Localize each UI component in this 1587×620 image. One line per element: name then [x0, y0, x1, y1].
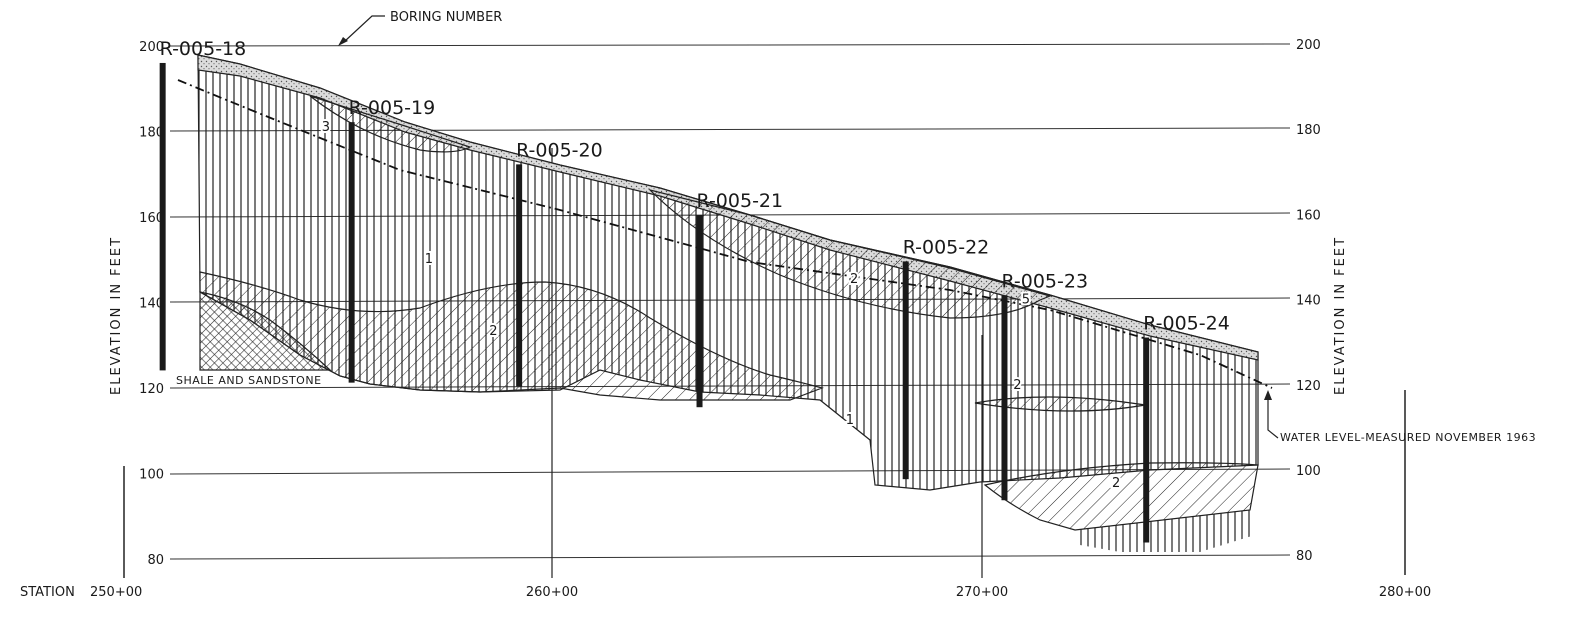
elevation-label-left: 120 [139, 382, 164, 397]
boring-number-leader [344, 15, 385, 42]
station-labels: STATION 250+00 260+00 270+00 280+00 [20, 585, 1431, 600]
elevation-label-left: 160 [139, 211, 164, 226]
unit-2-upper-lens [648, 188, 1052, 319]
boring-label: R-005-23 [1001, 270, 1088, 292]
elevation-label-right: 80 [1296, 549, 1313, 564]
elevation-label-left: 140 [139, 297, 164, 312]
elevation-label-left: 180 [139, 126, 164, 141]
boring-label: R-005-21 [697, 190, 784, 212]
right-elevation-labels: 200 180 160 140 120 100 80 [1296, 38, 1321, 564]
boring-label: R-005-22 [903, 236, 990, 258]
left-axis-title: ELEVATION IN FEET [109, 236, 124, 395]
unit-code: 1 [425, 252, 433, 267]
station-label: 260+00 [526, 585, 578, 600]
unit-2-lower-band [983, 462, 1259, 531]
elevation-label-right: 140 [1296, 294, 1321, 309]
left-elevation-labels: 200 180 160 140 120 100 80 [139, 40, 164, 568]
elevation-label-right: 200 [1296, 38, 1321, 53]
water-level-leader [1267, 395, 1279, 439]
boring-column [1001, 295, 1008, 501]
unit-1-lower-lobe [1075, 510, 1255, 552]
elevation-label-left: 80 [147, 553, 164, 568]
boring-label: R-005-24 [1143, 313, 1230, 335]
boring-column [1143, 337, 1150, 543]
station-label: 250+00 [90, 585, 142, 600]
boring-number-label: BORING NUMBER [390, 10, 502, 25]
boring-column [159, 62, 166, 371]
station-prefix: STATION [20, 585, 75, 600]
unit-2-main-band [199, 271, 824, 401]
unit-code: 1 [846, 413, 854, 428]
water-level-line [177, 79, 1273, 389]
elevation-label-right: 100 [1296, 464, 1321, 479]
elevation-label-left: 100 [139, 468, 164, 483]
unit-code: 5 [1022, 293, 1030, 308]
right-axis-title: ELEVATION IN FEET [1333, 236, 1348, 395]
boring-column [696, 215, 703, 408]
unit-code: 2 [850, 272, 858, 287]
elevation-label-right: 160 [1296, 208, 1321, 223]
unit-code: 2 [1013, 378, 1021, 393]
water-level-callout: WATER LEVEL-MEASURED NOVEMBER 1963 [1264, 390, 1536, 444]
boring-label: R-005-18 [160, 38, 247, 60]
boring-column [348, 122, 355, 383]
elevation-label-left: 200 [139, 40, 164, 55]
water-level-label: WATER LEVEL-MEASURED NOVEMBER 1963 [1280, 431, 1536, 444]
boring-label: R-005-19 [349, 97, 436, 119]
station-label: 280+00 [1379, 585, 1431, 600]
unit-code: 2 [489, 324, 497, 339]
boring-column [516, 164, 523, 387]
elevation-label-right: 180 [1296, 123, 1321, 138]
unit-3-lens [309, 95, 472, 153]
shale-sandstone-label: SHALE AND SANDSTONE [176, 374, 322, 387]
boring-label: R-005-20 [516, 139, 603, 161]
gridline-200 [169, 43, 1291, 47]
unit-code: 3 [322, 120, 330, 135]
boring-number-callout: BORING NUMBER [338, 10, 502, 46]
water-level-arrowhead [1264, 390, 1272, 400]
borings: R-005-18R-005-19R-005-20R-005-21R-005-22… [159, 38, 1230, 543]
elevation-label-right: 120 [1296, 379, 1321, 394]
leader-arrowhead [338, 37, 348, 46]
unit-code: 2 [1112, 476, 1120, 491]
station-label: 270+00 [956, 585, 1008, 600]
boring-column [902, 261, 909, 480]
gridline-80 [169, 554, 1291, 560]
shale-sandstone [199, 291, 332, 371]
unit-codes: 1 2 2 2 2 3 1 5 [320, 118, 1123, 493]
